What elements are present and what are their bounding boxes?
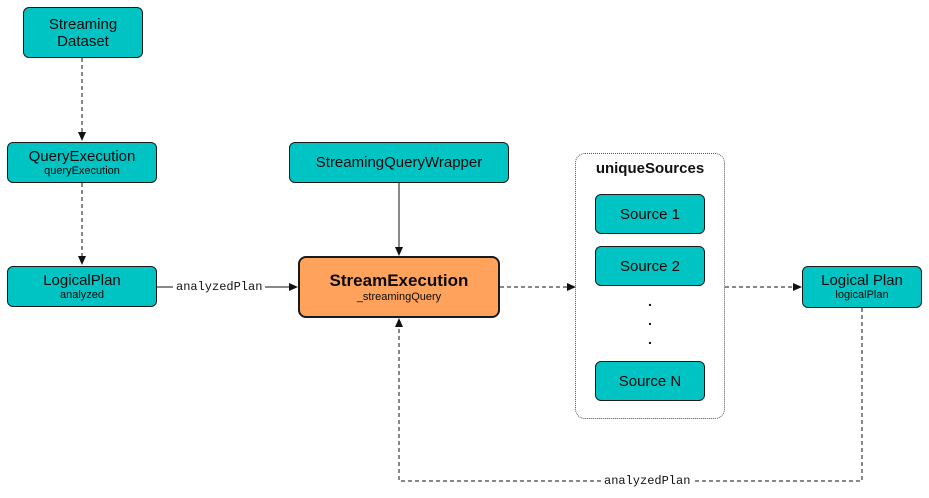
query-execution-node: QueryExecution queryExecution xyxy=(7,142,157,183)
query-execution-title: QueryExecution xyxy=(28,147,136,165)
logical-plan-analyzed-node: LogicalPlan analyzed xyxy=(7,266,157,307)
logical-plan-right-subtitle: logicalPlan xyxy=(835,289,889,301)
unique-sources-group: uniqueSources xyxy=(575,153,725,419)
streaming-dataset-line1: Streaming xyxy=(48,15,118,33)
streaming-query-wrapper-node: StreamingQueryWrapper xyxy=(289,142,509,183)
logical-plan-analyzed-title: LogicalPlan xyxy=(43,271,121,289)
unique-sources-title: uniqueSources xyxy=(595,160,705,177)
source-2-label: Source 2 xyxy=(619,257,681,275)
streaming-dataset-node: Streaming Dataset xyxy=(23,7,143,58)
edge-logicalplan-loop-to-streamexecution xyxy=(395,308,863,482)
stream-execution-node: StreamExecution _streamingQuery xyxy=(298,256,500,318)
stream-execution-subtitle: _streamingQuery xyxy=(356,290,442,303)
ellipsis-dot-3: . xyxy=(648,331,652,347)
source-n-node: Source N xyxy=(595,361,705,401)
analyzed-plan-edge-label-left: analyzedPlan xyxy=(173,280,266,294)
stream-execution-title: StreamExecution xyxy=(329,270,469,290)
logical-plan-right-title: Logical Plan xyxy=(821,272,903,289)
source-2-node: Source 2 xyxy=(595,246,705,286)
analyzed-plan-edge-label-bottom: analyzedPlan xyxy=(601,474,694,488)
ellipsis-dot-1: . xyxy=(648,293,652,309)
query-execution-subtitle: queryExecution xyxy=(44,164,120,177)
source-1-node: Source 1 xyxy=(595,194,705,234)
logical-plan-right-node: Logical Plan logicalPlan xyxy=(802,266,922,308)
logical-plan-analyzed-subtitle: analyzed xyxy=(59,288,105,301)
source-1-label: Source 1 xyxy=(619,205,681,223)
ellipsis-dot-2: . xyxy=(648,312,652,328)
streaming-query-wrapper-title: StreamingQueryWrapper xyxy=(315,154,483,171)
source-n-label: Source N xyxy=(618,372,682,390)
streaming-dataset-line2: Dataset xyxy=(57,32,109,50)
